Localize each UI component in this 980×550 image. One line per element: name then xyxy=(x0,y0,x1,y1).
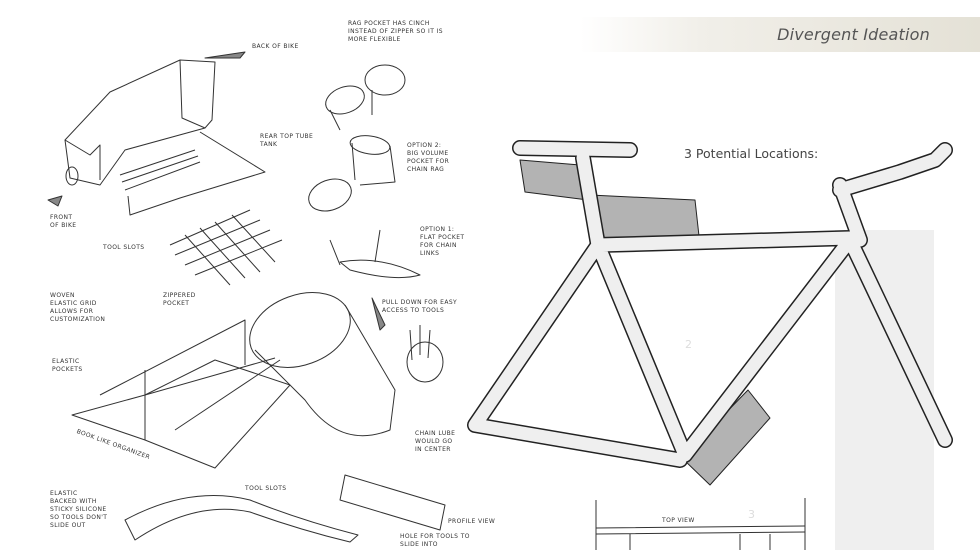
note-rag-pocket: Rag pocket has cinch instead of zipper s… xyxy=(348,20,443,43)
rear-top-tube-tank-sketch xyxy=(47,51,266,216)
woven-grid-sketch xyxy=(169,209,283,286)
note-elastic-backed: Elastic backed with sticky silicone so t… xyxy=(50,490,108,529)
note-front-of-bike: Front of bike xyxy=(50,214,77,229)
note-top-view: Top view xyxy=(662,517,695,524)
slide-title: Divergent Ideation xyxy=(777,25,930,44)
bike-frame-diagram xyxy=(467,140,953,486)
note-rear-top-tube-tank: Rear top tube tank xyxy=(260,133,314,148)
elastic-strip-sketch xyxy=(124,495,359,543)
header-band xyxy=(580,17,980,52)
location-2-label: 2 xyxy=(685,338,692,351)
note-profile-view: Profile view xyxy=(448,518,496,525)
note-zippered-pocket: Zippered pocket xyxy=(163,292,196,307)
note-back-of-bike: Back of bike xyxy=(252,43,299,50)
profile-view-sketch xyxy=(339,474,446,531)
flat-pocket-sketch xyxy=(329,229,421,279)
note-option-1: Option 1: Flat pocket for chain links xyxy=(420,226,465,257)
note-tool-slots-bottom: Tool slots xyxy=(245,485,287,492)
location-3-label: 3 xyxy=(748,508,755,521)
note-elastic-pockets: Elastic pockets xyxy=(52,358,83,373)
note-tool-slots-top: Tool slots xyxy=(103,244,145,251)
note-option-2: Option 2: Big volume pocket for chain ra… xyxy=(407,142,450,173)
note-woven-grid: Woven elastic grid allows for customizat… xyxy=(50,292,106,323)
top-view-sketch xyxy=(595,498,806,550)
note-pull-down: Pull down for easy access to tools xyxy=(382,299,458,314)
rag-pocket-sketch xyxy=(308,64,406,212)
note-chain-lube: Chain lube would go in center xyxy=(415,430,456,453)
note-hole-for-tools: Hole for tools to slide into xyxy=(400,533,470,548)
locations-heading: 3 Potential Locations: xyxy=(684,146,819,161)
book-organizer-sketch xyxy=(71,292,444,469)
